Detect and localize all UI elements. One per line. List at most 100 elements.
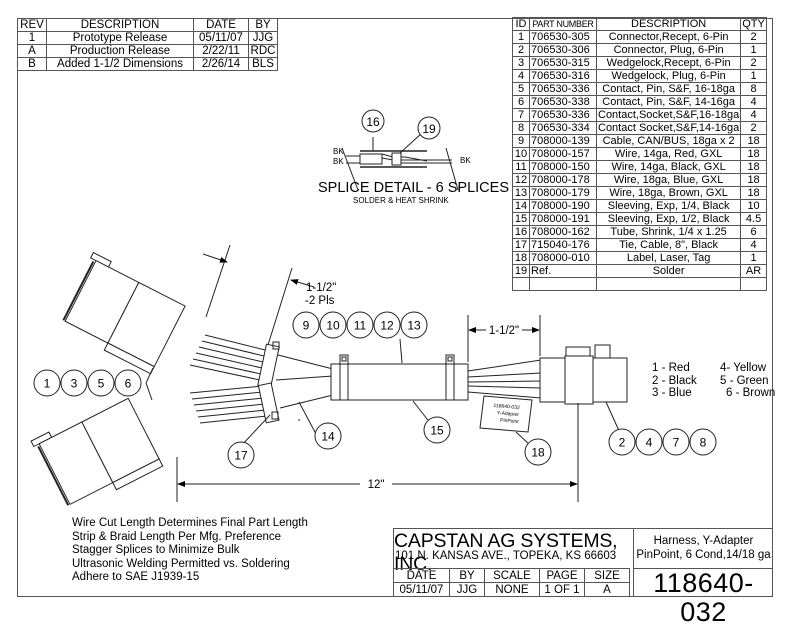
- label-tag-line3: PinPoint: [500, 418, 520, 426]
- balloon-label: 7: [673, 436, 680, 450]
- parts-header-row: ID PART NUMBER DESCRIPTION QTY: [512, 17, 767, 31]
- label-tag-line2: Y-Adapter: [497, 410, 520, 418]
- note: Ultrasonic Welding Permitted vs. Solderi…: [72, 557, 290, 570]
- drawing-frame: [17, 18, 773, 597]
- description-line: PinPoint, 6 Cond,14/18 ga: [636, 549, 771, 561]
- by-field-value: JJG: [449, 582, 485, 597]
- date-field-value: 05/11/07: [393, 582, 450, 597]
- part-qty-cell: 4.5: [740, 212, 767, 226]
- left-connector-lower: [30, 397, 164, 506]
- revision-row: B Added 1-1/2 Dimensions 2/26/14 BLS: [17, 57, 278, 71]
- balloon-label: 4: [646, 436, 653, 450]
- balloon: [314, 422, 342, 450]
- size-field-value: A: [584, 582, 630, 597]
- balloon: [292, 311, 320, 339]
- balloon-16-label: 16: [366, 115, 380, 129]
- balloon: [524, 438, 552, 466]
- date-field-label: DATE: [393, 568, 450, 583]
- dimension-right-offset: [467, 315, 541, 362]
- note: Wire Cut Length Determines Final Part Le…: [72, 517, 308, 529]
- balloon-19-label: 19: [422, 122, 436, 136]
- title-fields: DATE BY SCALE PAGE SIZE 05/11/07 JJG NON…: [393, 568, 630, 597]
- revision-row: 1 Prototype Release 05/11/07 JJG: [17, 31, 278, 45]
- balloon-label: 11: [354, 319, 367, 333]
- balloon-label: 1: [44, 377, 51, 391]
- balloon: [87, 369, 115, 397]
- parts-empty-row: [512, 277, 767, 291]
- balloon-label: 2: [619, 436, 626, 450]
- balloon-label: 9: [303, 319, 310, 333]
- main-sleeve: [330, 354, 542, 401]
- page-field-label: PAGE: [539, 568, 585, 583]
- balloon: [319, 311, 347, 339]
- balloon: [689, 428, 717, 456]
- breakout-dimension-note: -2 Pls: [305, 295, 335, 307]
- by-field-label: BY: [449, 568, 485, 583]
- balloon-19: [417, 116, 441, 140]
- balloon-label: 13: [407, 319, 421, 333]
- title-fields-value-row: 05/11/07 JJG NONE 1 OF 1 A: [393, 582, 630, 597]
- balloon: [114, 369, 142, 397]
- wire-label-bk: BK: [333, 147, 344, 156]
- balloon-label: 8: [700, 436, 707, 450]
- balloon-16: [361, 109, 385, 133]
- label-tag-line1: 118640-032: [493, 403, 520, 411]
- scale-field-label: SCALE: [484, 568, 540, 583]
- balloon: [346, 311, 374, 339]
- legend-entry: 2 - Black: [652, 374, 697, 387]
- note: Strip & Braid Length Per Mfg. Preference: [72, 530, 282, 543]
- scale-field-value: NONE: [484, 582, 540, 597]
- balloon: [373, 311, 401, 339]
- balloon-label: 6: [125, 377, 132, 391]
- balloon-label: 15: [430, 424, 444, 438]
- legend-entry: 4- Yellow: [720, 362, 767, 374]
- balloon: [635, 428, 663, 456]
- balloon-label: 14: [321, 430, 335, 444]
- title-block: CAPSTAN AG SYSTEMS, INC. 101 N. KANSAS A…: [393, 528, 773, 627]
- splice-detail-title: SPLICE DETAIL - 6 SPLICES: [318, 180, 509, 196]
- company-block: CAPSTAN AG SYSTEMS, INC. 101 N. KANSAS A…: [393, 528, 633, 575]
- part-qty-cell: 8: [740, 82, 767, 96]
- balloon: [60, 369, 88, 397]
- balloon: [423, 416, 451, 444]
- legend-entry: 6 - Brown: [726, 387, 776, 399]
- part-qty-cell: 18: [740, 173, 767, 187]
- splice-detail-subtitle: SOLDER & HEAT SHRINK: [353, 196, 449, 205]
- rev-by-cell: BLS: [248, 57, 278, 71]
- title-fields-header-row: DATE BY SCALE PAGE SIZE: [393, 568, 630, 583]
- dimension-upper-breakout: [202, 244, 315, 346]
- splice-detail-graphic: [341, 132, 459, 191]
- rev-date-cell: 2/26/14: [193, 57, 249, 71]
- right-connector: [539, 344, 628, 405]
- balloon-label: 17: [234, 449, 248, 463]
- company-address: 101 N. KANSAS AVE., TOPEKA, KS 66603: [395, 550, 617, 562]
- balloon: [33, 369, 61, 397]
- revision-block: REV DESCRIPTION DATE BY 1 Prototype Rele…: [17, 18, 278, 71]
- dimension-overall: [176, 403, 579, 502]
- note: Adhere to SAE J1939-15: [72, 571, 200, 583]
- lower-wire-bundle: [189, 382, 334, 424]
- balloon-label: 18: [531, 446, 545, 460]
- drawing-notes: Wire Cut Length Determines Final Part Le…: [72, 517, 308, 585]
- breakout-dimension-label: 1-1/2": [306, 282, 336, 294]
- page-field-value: 1 OF 1: [539, 582, 585, 597]
- overall-length-label: 12": [368, 479, 385, 491]
- size-field-label: SIZE: [584, 568, 630, 583]
- balloon: [662, 428, 690, 456]
- right-offset-dimension-label: 1-1/2": [489, 325, 519, 337]
- drawing-number: 118640-032: [633, 568, 773, 627]
